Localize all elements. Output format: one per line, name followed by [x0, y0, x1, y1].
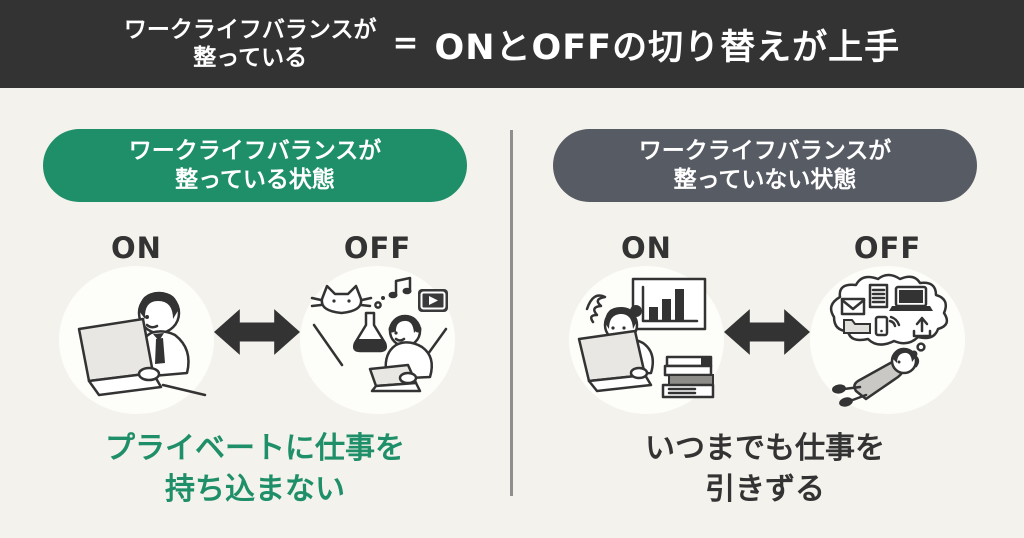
mail-icon [840, 297, 865, 316]
left-caption-line2: 持ち込まない [165, 472, 345, 507]
equals-sign: = [392, 25, 419, 61]
right-panel-unbalanced: ワークライフバランスが 整っていない状態 ON [553, 129, 977, 510]
laptop-base [587, 373, 652, 393]
video-play-icon [417, 289, 448, 312]
swap-arrow-icon [724, 309, 810, 355]
lying-thinking-illustration [829, 273, 948, 407]
banner-left-line1: ワークライフバランスが [123, 17, 377, 43]
right-off-circle [810, 266, 965, 414]
banner-main-title: ONとOFFの切り替えが上手 [434, 27, 901, 68]
right-on-label: ON [621, 231, 672, 265]
left-on-column: ON [59, 233, 214, 414]
right-off-label: OFF [853, 231, 922, 265]
right-onoff-row: ON [553, 233, 977, 414]
left-off-label: OFF [343, 231, 412, 265]
hand [629, 366, 648, 380]
music-note-icon [388, 276, 411, 299]
laptop-icon [888, 285, 933, 311]
relaxing-hobby-illustration [310, 276, 448, 393]
left-header-line1: ワークライフバランスが [128, 137, 382, 164]
right-caption: いつまでも仕事を 引きずる [645, 428, 885, 510]
left-caption: プライベートに仕事を 持ち込まない [105, 428, 405, 510]
left-on-circle [59, 266, 214, 414]
hair [138, 292, 179, 319]
document-icon [868, 283, 888, 309]
tie [154, 338, 165, 364]
swap-arrow-icon [214, 309, 300, 355]
left-onoff-row: ON [43, 233, 467, 414]
right-caption-line1: いつまでも仕事を [645, 431, 885, 466]
tie-knot [152, 333, 164, 341]
right-panel-header: ワークライフバランスが 整っていない状態 [553, 129, 977, 202]
right-header-line2: 整っていない状態 [673, 166, 857, 193]
hand [137, 366, 160, 382]
smile [145, 323, 158, 329]
cat-icon [310, 284, 372, 315]
vertical-divider [510, 130, 513, 496]
right-on-column: ON [569, 233, 724, 414]
flask-icon [352, 296, 387, 353]
thought-bubble [915, 342, 926, 352]
banner-left-line2: 整っている [193, 45, 308, 71]
title-banner: ワークライフバランスが 整っている = ONとOFFの切り替えが上手 [0, 0, 1024, 88]
left-panel-header: ワークライフバランスが 整っている状態 [43, 129, 467, 202]
eye [144, 315, 149, 319]
bar-chart-icon [631, 277, 706, 331]
working-man-illustration [77, 291, 206, 397]
desk-line [161, 383, 206, 397]
upload-icon [912, 316, 931, 338]
folder-icon [842, 319, 871, 334]
left-caption-line1: プライベートに仕事を [105, 431, 405, 466]
left-on-label: ON [111, 231, 162, 265]
smartphone-icon [874, 315, 900, 337]
right-off-column: OFF [810, 233, 965, 414]
banner-left-text: ワークライフバランスが 整っている [124, 16, 377, 72]
books-stack-icon [661, 355, 714, 399]
stress-squiggle [585, 294, 606, 324]
left-panel-balanced: ワークライフバランスが 整っている状態 ON [43, 129, 467, 510]
right-header-line1: ワークライフバランスが [638, 137, 892, 164]
right-caption-line2: 引きずる [705, 472, 825, 507]
lying-man [831, 347, 919, 407]
left-off-column: OFF [300, 233, 455, 414]
left-header-line2: 整っている状態 [175, 166, 335, 193]
stressed-worker-illustration [577, 277, 714, 399]
man-with-headphones [368, 314, 433, 393]
left-off-circle [300, 266, 455, 414]
right-on-circle [569, 266, 724, 414]
